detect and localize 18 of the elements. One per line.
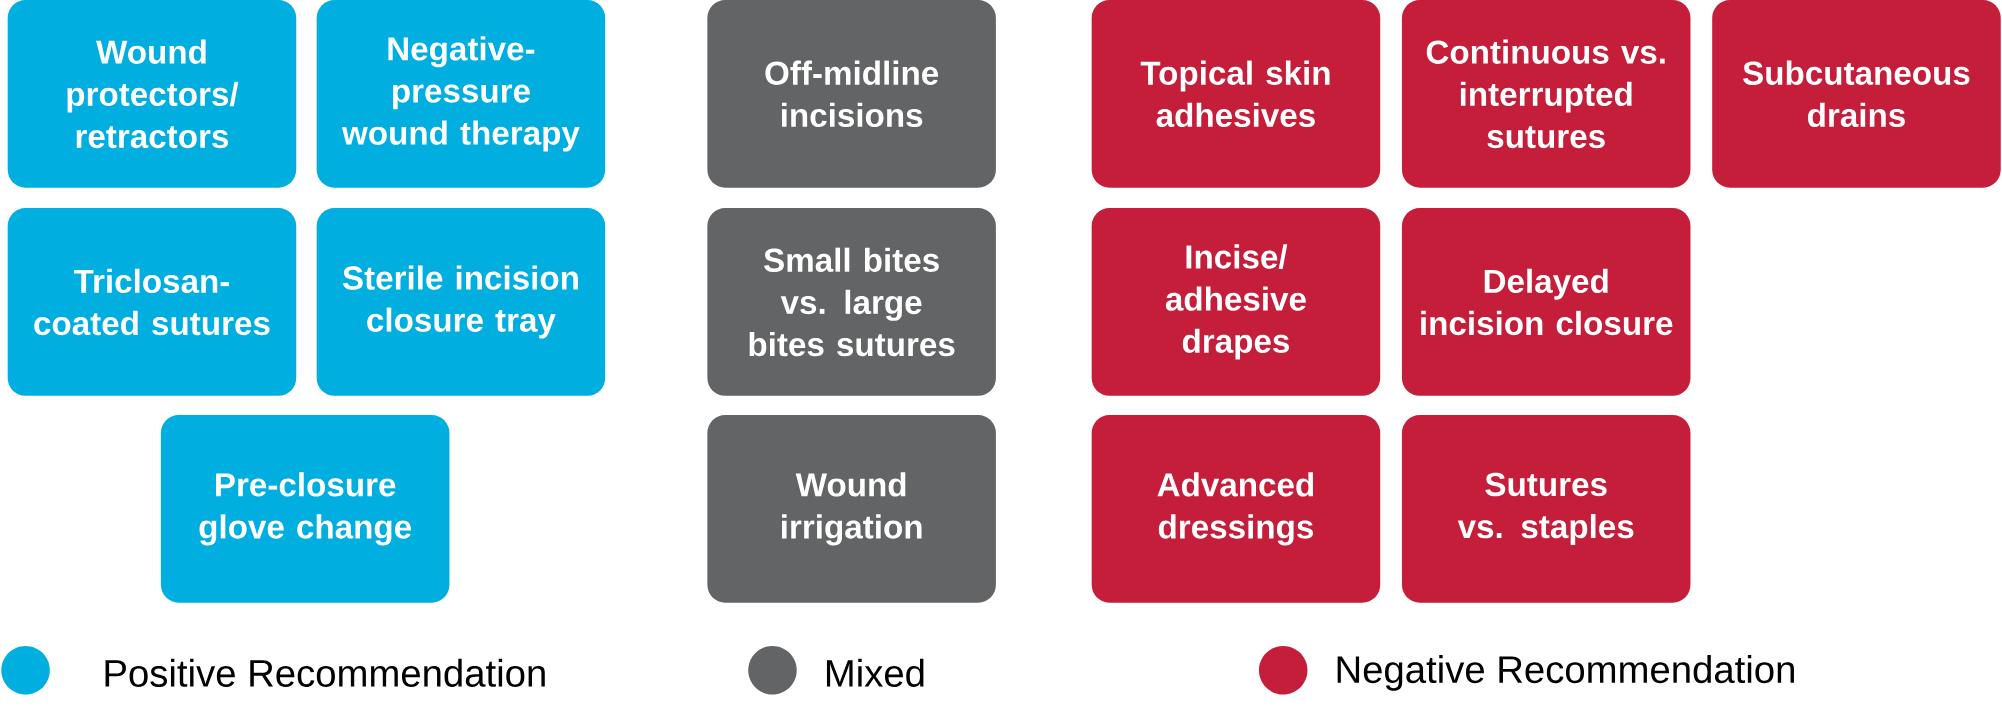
recommendation-box: Wound irrigation (707, 415, 996, 603)
recommendation-box: Incise/ adhesive drapes (1091, 208, 1381, 396)
recommendation-box: Negative-pressure wound therapy (316, 0, 606, 188)
recommendation-box: Wound protectors/ retractors (7, 0, 297, 188)
recommendation-box: Sutures vs. staples (1401, 415, 1691, 603)
legend-label: Negative Recommendation (1337, 655, 1794, 691)
recommendation-box: Topical skin adhesives (1091, 0, 1381, 188)
recommendation-box: Off-midline incisions (707, 0, 996, 188)
recommendation-box: Advanced dressings (1091, 415, 1381, 603)
recommendation-box: Triclosan-coated sutures (7, 208, 297, 396)
recommendation-box: Delayed incision closure (1401, 208, 1691, 396)
recommendation-box: Continuous vs. interrupted sutures (1401, 0, 1691, 188)
recommendation-box: Sterile incision closure tray (316, 208, 606, 396)
legend-label: Positive Recommendation (105, 659, 545, 688)
legend-label: Mixed (826, 659, 924, 688)
recommendation-box: Subcutaneous drains (1712, 0, 2001, 188)
recommendation-box: Small bites vs. large bites sutures (707, 208, 996, 396)
recommendation-box: Pre-closure glove change (160, 415, 450, 603)
